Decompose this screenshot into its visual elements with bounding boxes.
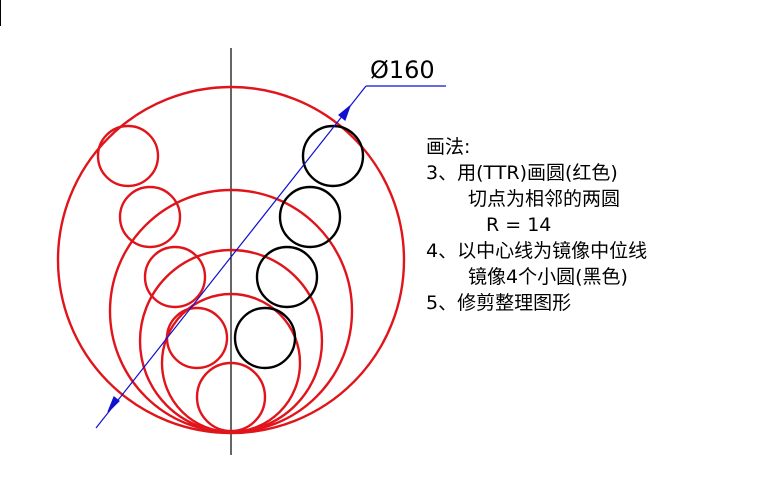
small-circle-black-2 <box>278 185 342 249</box>
dimension-arrow-top <box>338 104 352 122</box>
circle-level-5 <box>195 361 267 433</box>
small-circle-red-3 <box>143 245 207 309</box>
note-step-4-detail: 镜像4个小圆(黑色) <box>468 266 628 288</box>
small-circle-black-3 <box>255 245 319 309</box>
note-step-4: 4、以中心线为镜像中位线 <box>426 240 648 262</box>
small-circle-red-4 <box>165 306 229 370</box>
note-step-3-detail-2: R = 14 <box>486 214 552 236</box>
cursor-mark <box>0 0 1 26</box>
dimension-arrow-bottom <box>107 396 120 413</box>
dimension-line <box>95 85 367 429</box>
small-circle-black-1 <box>301 124 365 188</box>
small-circle-black-4 <box>233 306 297 370</box>
note-step-3: 3、用(TTR)画圆(红色) <box>426 162 618 184</box>
notes-heading: 画法: <box>426 136 471 158</box>
drawing-notes: 画法: 3、用(TTR)画圆(红色) 切点为相邻的两圆 R = 14 4、以中心… <box>426 134 647 316</box>
dimension-label: Ø160 <box>370 56 435 84</box>
note-step-5: 5、修剪整理图形 <box>426 292 572 314</box>
small-circle-red-2 <box>118 185 182 249</box>
small-circle-red-1 <box>96 124 160 188</box>
note-step-3-detail-1: 切点为相邻的两圆 <box>468 188 621 210</box>
